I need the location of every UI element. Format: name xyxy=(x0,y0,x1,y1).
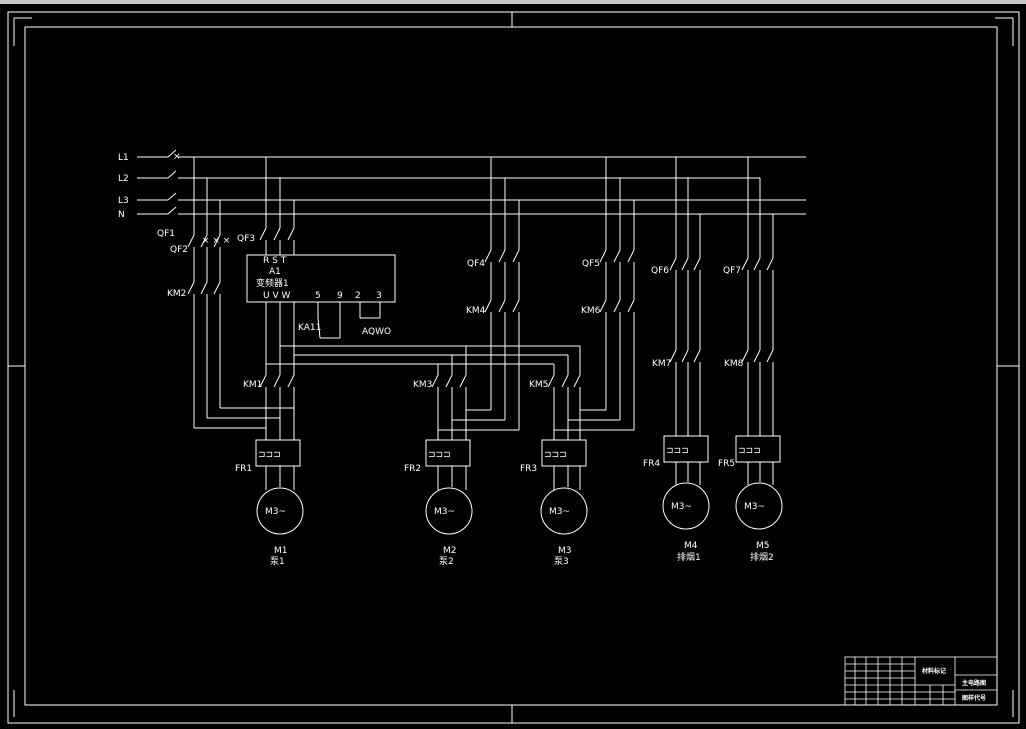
branch-drops xyxy=(193,157,774,258)
label-qf5: QF5 xyxy=(582,259,600,269)
motor-id-m1: M1 xyxy=(274,546,288,556)
line-label-l1: L1 xyxy=(118,153,129,163)
label-fr2: FR2 xyxy=(404,464,421,474)
label-qf2: QF2 xyxy=(170,245,188,255)
motor-symbol-m2: M3~ xyxy=(434,507,455,517)
overload-relays: ⊐⊐⊐ ⊐⊐⊐ ⊐⊐⊐ ⊐⊐⊐ ⊐⊐⊐ xyxy=(255,435,781,467)
relay-label: KA11 xyxy=(298,323,321,333)
svg-text:× × ×: × × × xyxy=(202,236,230,246)
inverter-output-terminals: U V W xyxy=(263,291,290,301)
x-mark: × xyxy=(173,152,181,162)
motor-symbol-m3: M3~ xyxy=(549,507,570,517)
label-km8: KM8 xyxy=(724,359,744,369)
motor-id-m5: M5 xyxy=(756,541,770,551)
motor-m1-symbol xyxy=(256,487,304,535)
label-qf1: QF1 xyxy=(157,229,175,239)
line-label-n: N xyxy=(118,210,125,220)
label-qf4: QF4 xyxy=(467,259,485,269)
title-block-drawing-title: 主电路图 xyxy=(962,679,986,687)
km2-bypass-wiring xyxy=(193,294,294,429)
motor-name-m3: 泵3 xyxy=(554,556,569,567)
inverter-terminal-9: 9 xyxy=(337,291,343,301)
label-km3: KM3 xyxy=(413,380,432,390)
motor-m5-symbol xyxy=(735,482,783,530)
label-fr1: FR1 xyxy=(235,464,252,474)
svg-text:⊐⊐⊐: ⊐⊐⊐ xyxy=(258,450,281,460)
label-km1: KM1 xyxy=(243,380,262,390)
window-top-edge xyxy=(0,0,1026,4)
inverter-id: A1 xyxy=(269,267,281,277)
contact-symbols: × × × xyxy=(187,227,774,363)
label-fr3: FR3 xyxy=(520,464,537,474)
supply-buses: × xyxy=(137,149,806,215)
motor-symbol-m4: M3~ xyxy=(671,502,692,512)
label-qf6: QF6 xyxy=(651,266,669,276)
label-km7: KM7 xyxy=(652,359,671,369)
motor-symbol-m1: M3~ xyxy=(265,507,286,517)
title-block xyxy=(844,656,998,706)
motors xyxy=(256,482,783,535)
label-fr5: FR5 xyxy=(718,459,735,469)
motor-symbol-m5: M3~ xyxy=(744,502,765,512)
analog-label: AQWO xyxy=(362,327,391,337)
inverter-name: 变频器1 xyxy=(256,277,289,289)
motor-m2-symbol xyxy=(425,487,473,535)
inverter-control-wiring xyxy=(317,302,381,339)
svg-text:⊐⊐⊐: ⊐⊐⊐ xyxy=(544,450,567,460)
label-km6: KM6 xyxy=(581,306,601,316)
motor-name-m1: 泵1 xyxy=(270,556,285,567)
bypass-wiring-m2-m3 xyxy=(438,312,635,431)
label-fr4: FR4 xyxy=(643,459,660,469)
inverter-input-terminals: R S T xyxy=(263,256,287,266)
motor-leads xyxy=(265,462,774,490)
motor-id-m2: M2 xyxy=(443,546,457,556)
label-qf3: QF3 xyxy=(237,234,255,244)
fan-wiring xyxy=(675,362,774,436)
motor-name-m5: 排烟2 xyxy=(750,551,774,563)
inverter-box xyxy=(246,254,396,303)
label-km2: KM2 xyxy=(167,289,186,299)
motor-m3-symbol xyxy=(540,487,588,535)
motor-id-m4: M4 xyxy=(684,541,698,551)
svg-text:⊐⊐⊐: ⊐⊐⊐ xyxy=(738,446,761,456)
svg-text:⊐⊐⊐: ⊐⊐⊐ xyxy=(428,450,451,460)
motor-m4-symbol xyxy=(662,482,710,530)
inverter-contactors xyxy=(259,374,581,440)
title-block-drawing-code: 图样代号 xyxy=(962,694,986,702)
inverter-terminal-3: 3 xyxy=(376,291,382,301)
motor-name-m4: 排烟1 xyxy=(677,551,701,563)
label-km5: KM5 xyxy=(529,380,548,390)
motor-id-m3: M3 xyxy=(558,546,572,556)
label-qf7: QF7 xyxy=(723,266,741,276)
inverter-terminal-2: 2 xyxy=(355,291,361,301)
motor-name-m2: 泵2 xyxy=(439,556,454,567)
inverter-output-wiring xyxy=(265,302,581,375)
inverter-terminal-5: 5 xyxy=(315,291,321,301)
drawing-frame xyxy=(7,11,1020,724)
line-label-l2: L2 xyxy=(118,174,129,184)
label-km4: KM4 xyxy=(466,306,486,316)
title-block-material: 材料标记 xyxy=(921,667,946,675)
svg-text:⊐⊐⊐: ⊐⊐⊐ xyxy=(666,446,689,456)
line-label-l3: L3 xyxy=(118,196,129,206)
